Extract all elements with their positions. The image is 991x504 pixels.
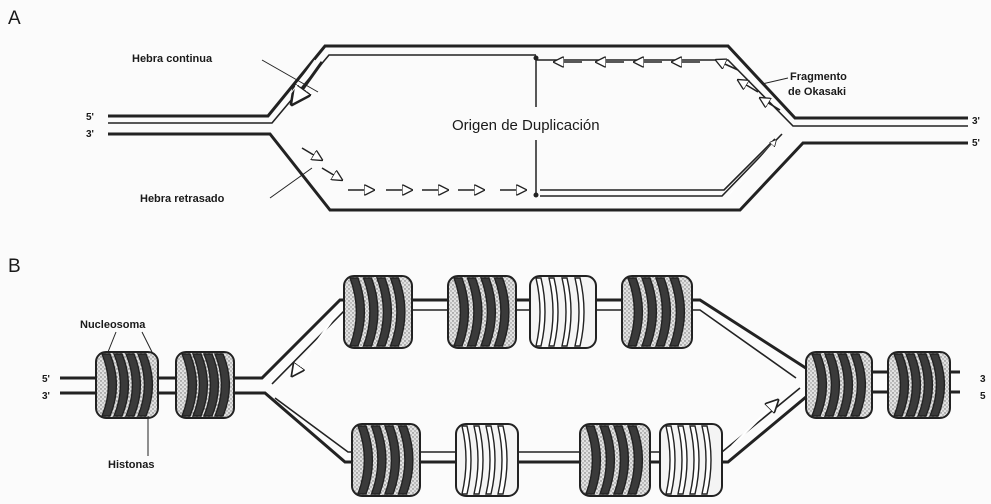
nucleosome bbox=[176, 352, 234, 418]
panel-a: A bbox=[8, 8, 980, 210]
a-right-top-end: 3' bbox=[972, 116, 980, 127]
okazaki-label-line2: de Okasaki bbox=[788, 86, 846, 98]
nucleosome bbox=[888, 352, 950, 418]
lagging-fragments bbox=[302, 148, 526, 190]
origin-label: Origen de Duplicación bbox=[452, 117, 600, 134]
panel-b: B Nucleosoma Histonas 5' 3' 3 5 bbox=[8, 256, 986, 496]
nucleosome bbox=[352, 424, 420, 496]
a-right-bottom-end: 5' bbox=[972, 138, 980, 149]
panel-a-letter: A bbox=[8, 8, 21, 29]
b-left-bottom-end: 3' bbox=[42, 391, 50, 402]
nucleosome bbox=[96, 352, 158, 418]
nucleosome bbox=[530, 276, 596, 348]
nucleosome bbox=[344, 276, 412, 348]
panel-b-letter: B bbox=[8, 256, 21, 277]
nucleosome-label: Nucleosoma bbox=[80, 319, 146, 331]
histone-label: Histonas bbox=[108, 459, 154, 471]
leading-strand-label: Hebra continua bbox=[132, 53, 213, 65]
nucleosome bbox=[622, 276, 692, 348]
b-right-top-end: 3 bbox=[980, 374, 986, 385]
bottom-parental-strand bbox=[108, 134, 968, 210]
nucleosome bbox=[660, 424, 722, 496]
nucleosome bbox=[448, 276, 516, 348]
b-right-bottom-end: 5 bbox=[980, 391, 986, 402]
a-left-top-end: 5' bbox=[86, 112, 94, 123]
b-left-top-end: 5' bbox=[42, 374, 50, 385]
nucleosome bbox=[456, 424, 518, 496]
nucleosome bbox=[806, 352, 872, 418]
nucleosome bbox=[580, 424, 650, 496]
right-leading-arrow bbox=[728, 140, 776, 196]
okazaki-label-line1: Fragmento bbox=[790, 71, 847, 83]
a-left-bottom-end: 3' bbox=[86, 129, 94, 140]
lagging-strand-label: Hebra retrasado bbox=[140, 193, 225, 205]
